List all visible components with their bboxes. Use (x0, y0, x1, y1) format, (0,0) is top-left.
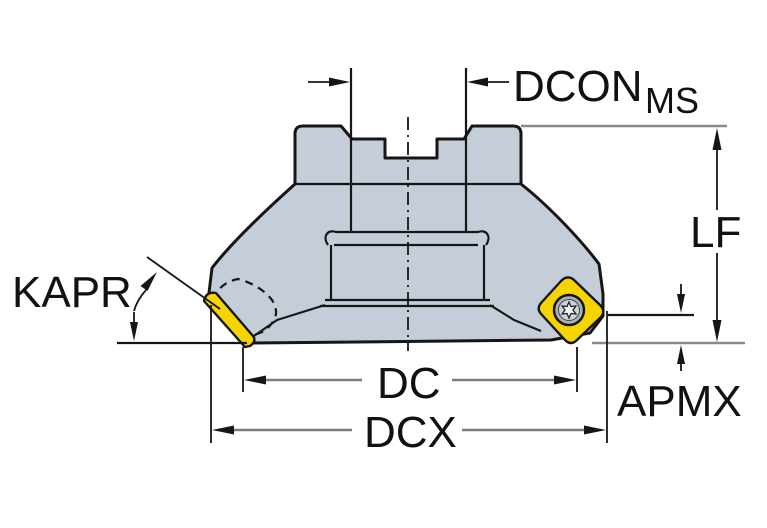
dcx-arrowhead-right (584, 425, 606, 435)
cutter-body (206, 68, 605, 351)
flange-flare-right (489, 304, 542, 333)
dc-arrowhead-left (244, 375, 266, 385)
kapr-arrowhead-down (130, 322, 138, 341)
right-insert (537, 276, 605, 345)
kapr-arc-shaft (133, 289, 147, 312)
dcon-arrowhead-right (467, 77, 488, 87)
label-dcon-subscript: MS (645, 80, 699, 121)
dcon-dimension: DCON MS (308, 62, 699, 121)
lf-dimension: LF (521, 124, 745, 345)
cutter-body-outline (206, 124, 605, 345)
dc-arrowhead-right (554, 375, 576, 385)
dcx-arrowhead-left (212, 425, 234, 435)
kapr-dimension: KAPR (12, 256, 247, 345)
label-dcx: DCX (364, 408, 457, 457)
label-apmx: APMX (617, 377, 742, 426)
label-dcon: DCON (513, 62, 643, 111)
apmx-arrowhead-top (677, 294, 685, 313)
kapr-arrowhead-upper (140, 272, 157, 291)
lf-arrowhead-bottom (712, 320, 722, 342)
hub-collar-top (324, 230, 490, 246)
label-dc: DC (377, 359, 441, 408)
insert-pocket-hidden-outline (211, 277, 278, 337)
apmx-arrowhead-bottom (677, 345, 685, 364)
apmx-dimension: APMX (608, 284, 742, 426)
label-kapr: KAPR (12, 268, 132, 317)
dcon-arrowhead-left (329, 77, 350, 87)
lf-arrowhead-top (712, 128, 722, 150)
dc-dimension: DC (242, 347, 578, 408)
dcx-dimension: DCX (210, 305, 608, 457)
label-lf: LF (690, 208, 741, 257)
kapr-angle-line (146, 256, 221, 310)
torx-star-icon (560, 300, 578, 320)
